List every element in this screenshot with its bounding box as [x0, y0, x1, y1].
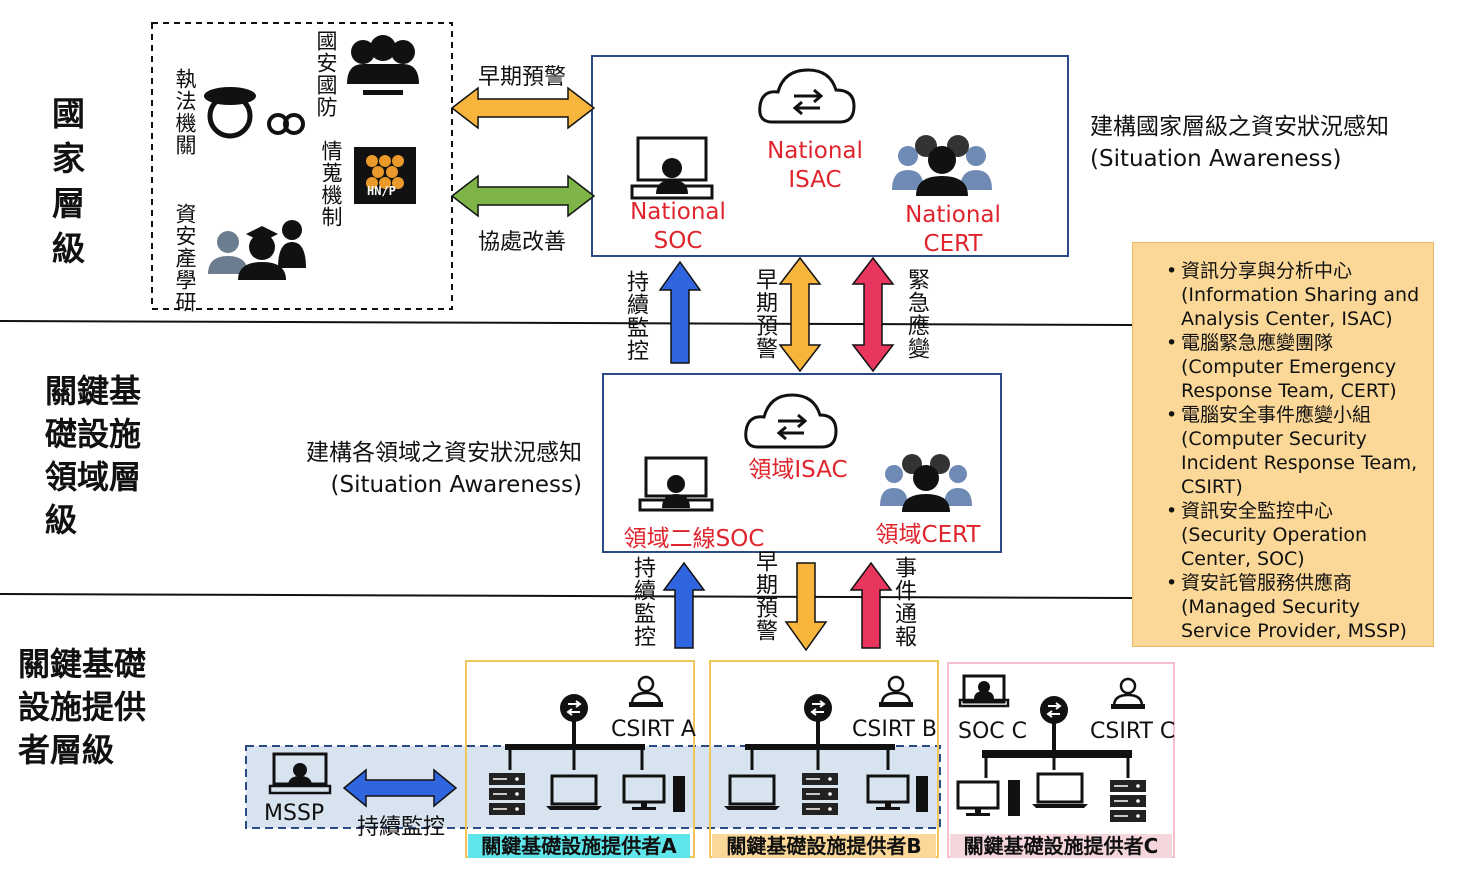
legend-item: 電腦安全事件應變小組 (Computer Security Incident R…: [1166, 403, 1427, 499]
provider-c-title-bg: [950, 834, 1172, 858]
lower-report-label: 事件通報: [891, 556, 916, 648]
lower-warning-label: 早期預警: [752, 550, 777, 642]
soc-c-label: SOC C: [958, 719, 1027, 744]
legend-item: 資訊分享與分析中心 (Information Sharing and Analy…: [1166, 259, 1427, 331]
provider-b-network: [722, 675, 928, 816]
national-caption-line1: 建構國家層級之資安狀況感知: [1090, 114, 1389, 140]
provider-b-title: 關鍵基礎設施提供者B: [726, 834, 922, 858]
law-enforcement-label: 執法機關: [173, 68, 197, 156]
national-cert-icon: [892, 135, 992, 196]
police-icon: [204, 87, 305, 139]
sector-isac-label: 領域ISAC: [748, 457, 848, 483]
lower-monitor-arrow: [662, 561, 706, 649]
csirt-c-label: CSIRT C: [1090, 719, 1176, 744]
provider-a-title: 關鍵基礎設施提供者A: [481, 834, 677, 858]
stakeholder-box: [151, 22, 453, 310]
csirt-a-label: CSIRT A: [611, 717, 696, 742]
legend-item: 資安託管服務供應商 (Managed Security Service Prov…: [1166, 571, 1427, 643]
mssp-arrow: [342, 768, 458, 808]
sector-isac-icon: [744, 393, 838, 449]
national-isac-icon: [758, 68, 856, 124]
upper-warning-arrow: [778, 256, 822, 373]
lower-warning-arrow: [784, 562, 828, 652]
upper-warning-label: 早期預警: [752, 268, 777, 360]
level-divider-2: [0, 593, 1133, 599]
intelligence-label: 情蒐機制: [319, 140, 343, 228]
national-defense-label: 國安國防: [314, 30, 338, 118]
mssp-icon: [268, 752, 332, 795]
sector-cert-icon: [880, 454, 972, 512]
legend-item: 電腦緊急應變團隊 (Computer Emergency Response Te…: [1166, 331, 1427, 403]
mssp-monitor-label: 持續監控: [357, 815, 446, 840]
legend-item: 資訊安全監控中心 (Security Operation Center, SOC…: [1166, 499, 1427, 571]
coordination-arrow: [450, 174, 596, 218]
sector-caption-line1: 建構各領域之資安狀況感知: [306, 440, 582, 466]
sector-cert-label: 領域CERT: [875, 522, 981, 548]
hnp-logo: [354, 147, 416, 204]
provider-a-title-bg: [468, 834, 690, 858]
upper-response-arrow: [851, 256, 895, 373]
early-warning-label: 早期預警: [478, 65, 567, 90]
national-soc-label: National SOC: [630, 199, 726, 254]
legend-box: 資訊分享與分析中心 (Information Sharing and Analy…: [1132, 242, 1434, 647]
national-soc-icon: [630, 136, 714, 200]
national-isac-label: National ISAC: [767, 138, 863, 193]
mssp-label: MSSP: [264, 801, 325, 826]
provider-b-title-bg: [712, 834, 936, 858]
provider-c-title: 關鍵基礎設施提供者C: [963, 834, 1159, 858]
early-warning-arrow: [450, 86, 596, 130]
sector-level-label: 關鍵基礎設施領域層級: [45, 372, 142, 539]
sector-soc-label: 領域二線SOC: [623, 526, 765, 552]
hnp-logo-text: HN/P: [367, 184, 396, 198]
lower-monitor-label: 持續監控: [630, 556, 655, 648]
national-caption-line2: (Situation Awareness): [1090, 146, 1342, 172]
soldiers-icon: [347, 35, 419, 95]
level-divider-1: [0, 320, 1133, 326]
sector-soc-icon: [638, 456, 714, 512]
national-cert-label: National CERT: [905, 202, 1001, 257]
national-box: [591, 55, 1069, 257]
provider-a-network: [488, 675, 685, 816]
provider-level-label: 關鍵基礎設施提供者層級: [18, 645, 147, 769]
academia-icon: [208, 220, 306, 280]
upper-response-label: 緊急應變: [904, 268, 929, 360]
csirt-b-label: CSIRT B: [852, 717, 938, 742]
sector-caption-line2: (Situation Awareness): [330, 472, 583, 498]
upper-monitor-arrow: [658, 260, 702, 364]
coordination-label: 協處改善: [478, 230, 567, 255]
national-level-label: 國家層級: [52, 94, 85, 268]
provider-c-network: [956, 674, 1147, 823]
academia-label: 資安產學研: [173, 203, 197, 313]
upper-monitor-label: 持續監控: [623, 270, 648, 362]
lower-report-arrow: [849, 561, 893, 649]
